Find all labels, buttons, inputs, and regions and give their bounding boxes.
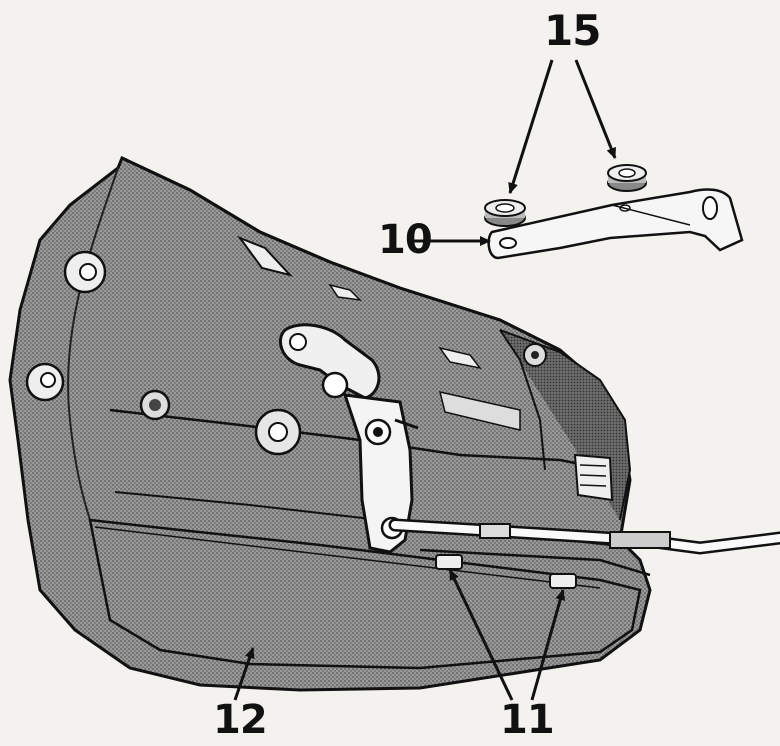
bracket-bolt-rear <box>549 573 577 589</box>
leader-15-right <box>574 59 617 159</box>
callout-15: 15 <box>544 6 601 55</box>
cable-bracket <box>487 188 744 260</box>
case-bolt-mid <box>139 389 171 421</box>
grommet-left <box>484 199 526 227</box>
case-boss-round <box>254 408 302 456</box>
grommet-right <box>607 164 647 192</box>
case-bolt-rear <box>523 343 547 367</box>
case-bolt-lower <box>25 362 65 402</box>
leader-11-left <box>448 569 514 701</box>
callout-10: 10 <box>378 217 433 263</box>
case-bolt-upper <box>63 250 107 294</box>
leader-11-right <box>530 589 566 701</box>
shift-cable <box>388 518 780 577</box>
callout-11: 11 <box>500 697 555 743</box>
leader-12 <box>233 647 255 701</box>
callout-12: 12 <box>213 697 268 743</box>
transmission-case <box>8 155 652 692</box>
bracket-bolt-front <box>435 554 463 570</box>
leader-15-left <box>508 59 554 194</box>
